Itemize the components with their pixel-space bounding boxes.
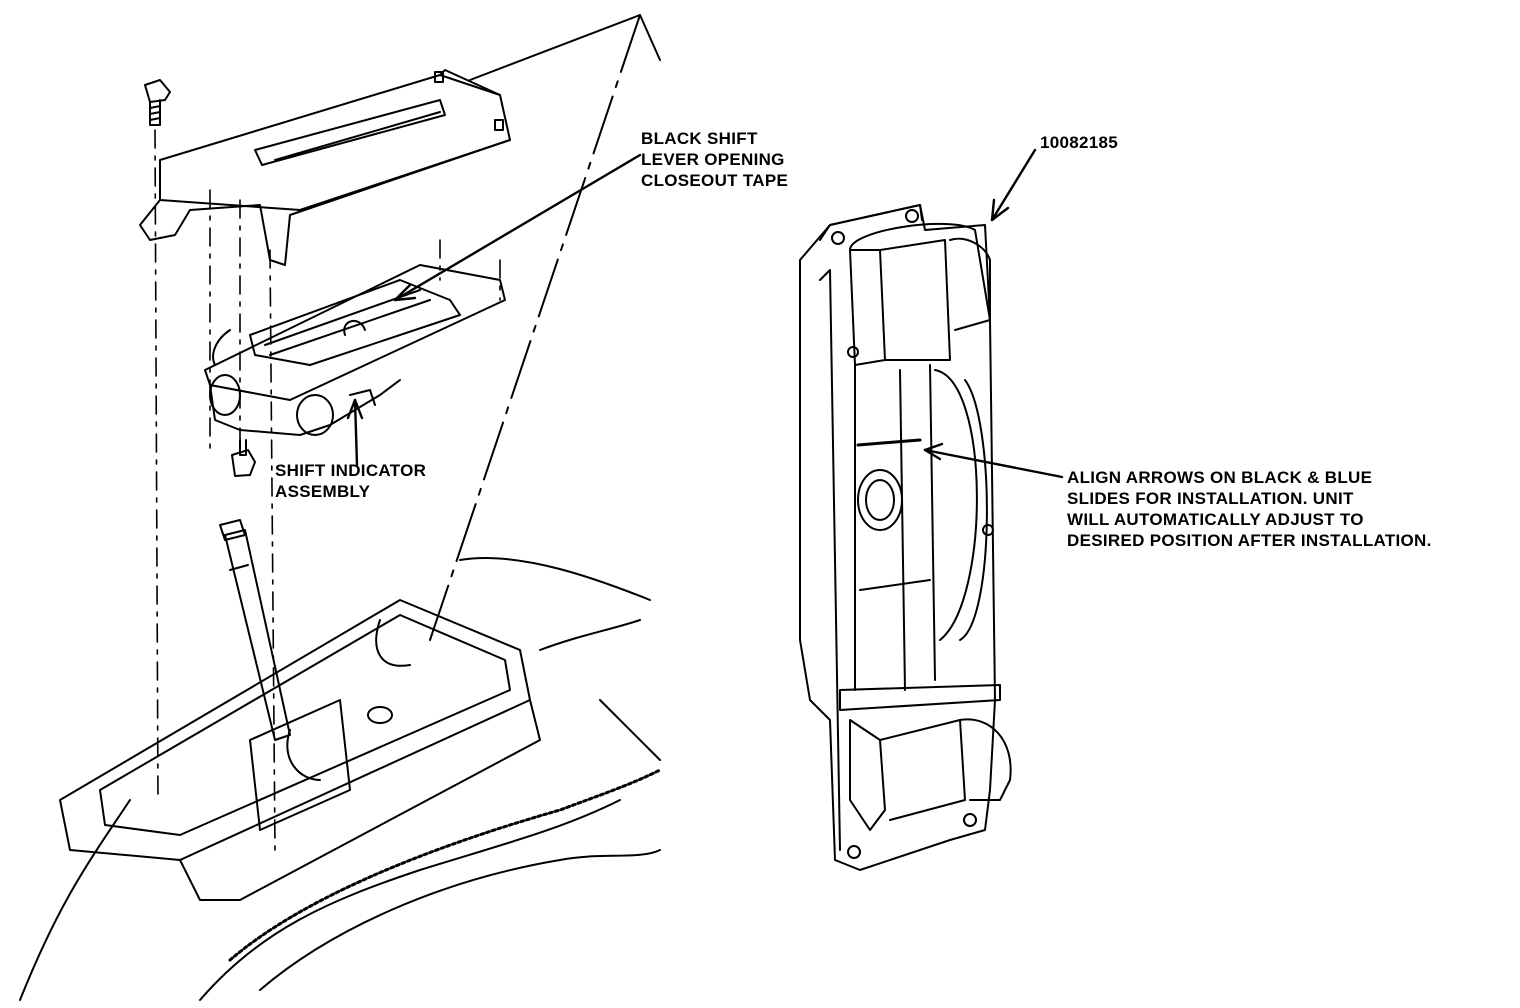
shifter-base <box>59 599 541 901</box>
screw-bottom <box>231 439 256 477</box>
align-note-line-4: DESIRED POSITION AFTER INSTALLATION. <box>1067 531 1432 550</box>
bolt-top <box>144 79 171 126</box>
leader-lines <box>346 148 1064 479</box>
part-number-text: 10082185 <box>1040 133 1119 152</box>
closeout-tape-label-line-1: BLACK SHIFT <box>641 129 758 148</box>
slide-unit <box>799 204 1012 871</box>
closeout-tape-label: BLACK SHIFT LEVER OPENING CLOSEOUT TAPE <box>641 128 788 191</box>
align-note-line-1: ALIGN ARROWS ON BLACK & BLUE <box>1067 468 1373 487</box>
shift-indicator-body <box>204 264 506 436</box>
shift-cover <box>139 69 511 266</box>
closeout-tape-label-line-2: LEVER OPENING <box>641 150 785 169</box>
align-note-line-2: SLIDES FOR INSTALLATION. UNIT <box>1067 489 1354 508</box>
console-outline <box>19 14 662 1001</box>
closeout-tape-label-line-3: CLOSEOUT TAPE <box>641 171 789 190</box>
shift-lever <box>219 519 291 741</box>
align-arrows-note: ALIGN ARROWS ON BLACK & BLUE SLIDES FOR … <box>1067 467 1432 551</box>
align-note-line-3: WILL AUTOMATICALLY ADJUST TO <box>1067 510 1364 529</box>
shift-indicator-label: SHIFT INDICATOR ASSEMBLY <box>275 460 426 502</box>
shift-indicator-label-line-2: ASSEMBLY <box>275 482 371 501</box>
shift-indicator-label-line-1: SHIFT INDICATOR <box>275 461 427 480</box>
part-number-label: 10082185 <box>1040 132 1118 153</box>
